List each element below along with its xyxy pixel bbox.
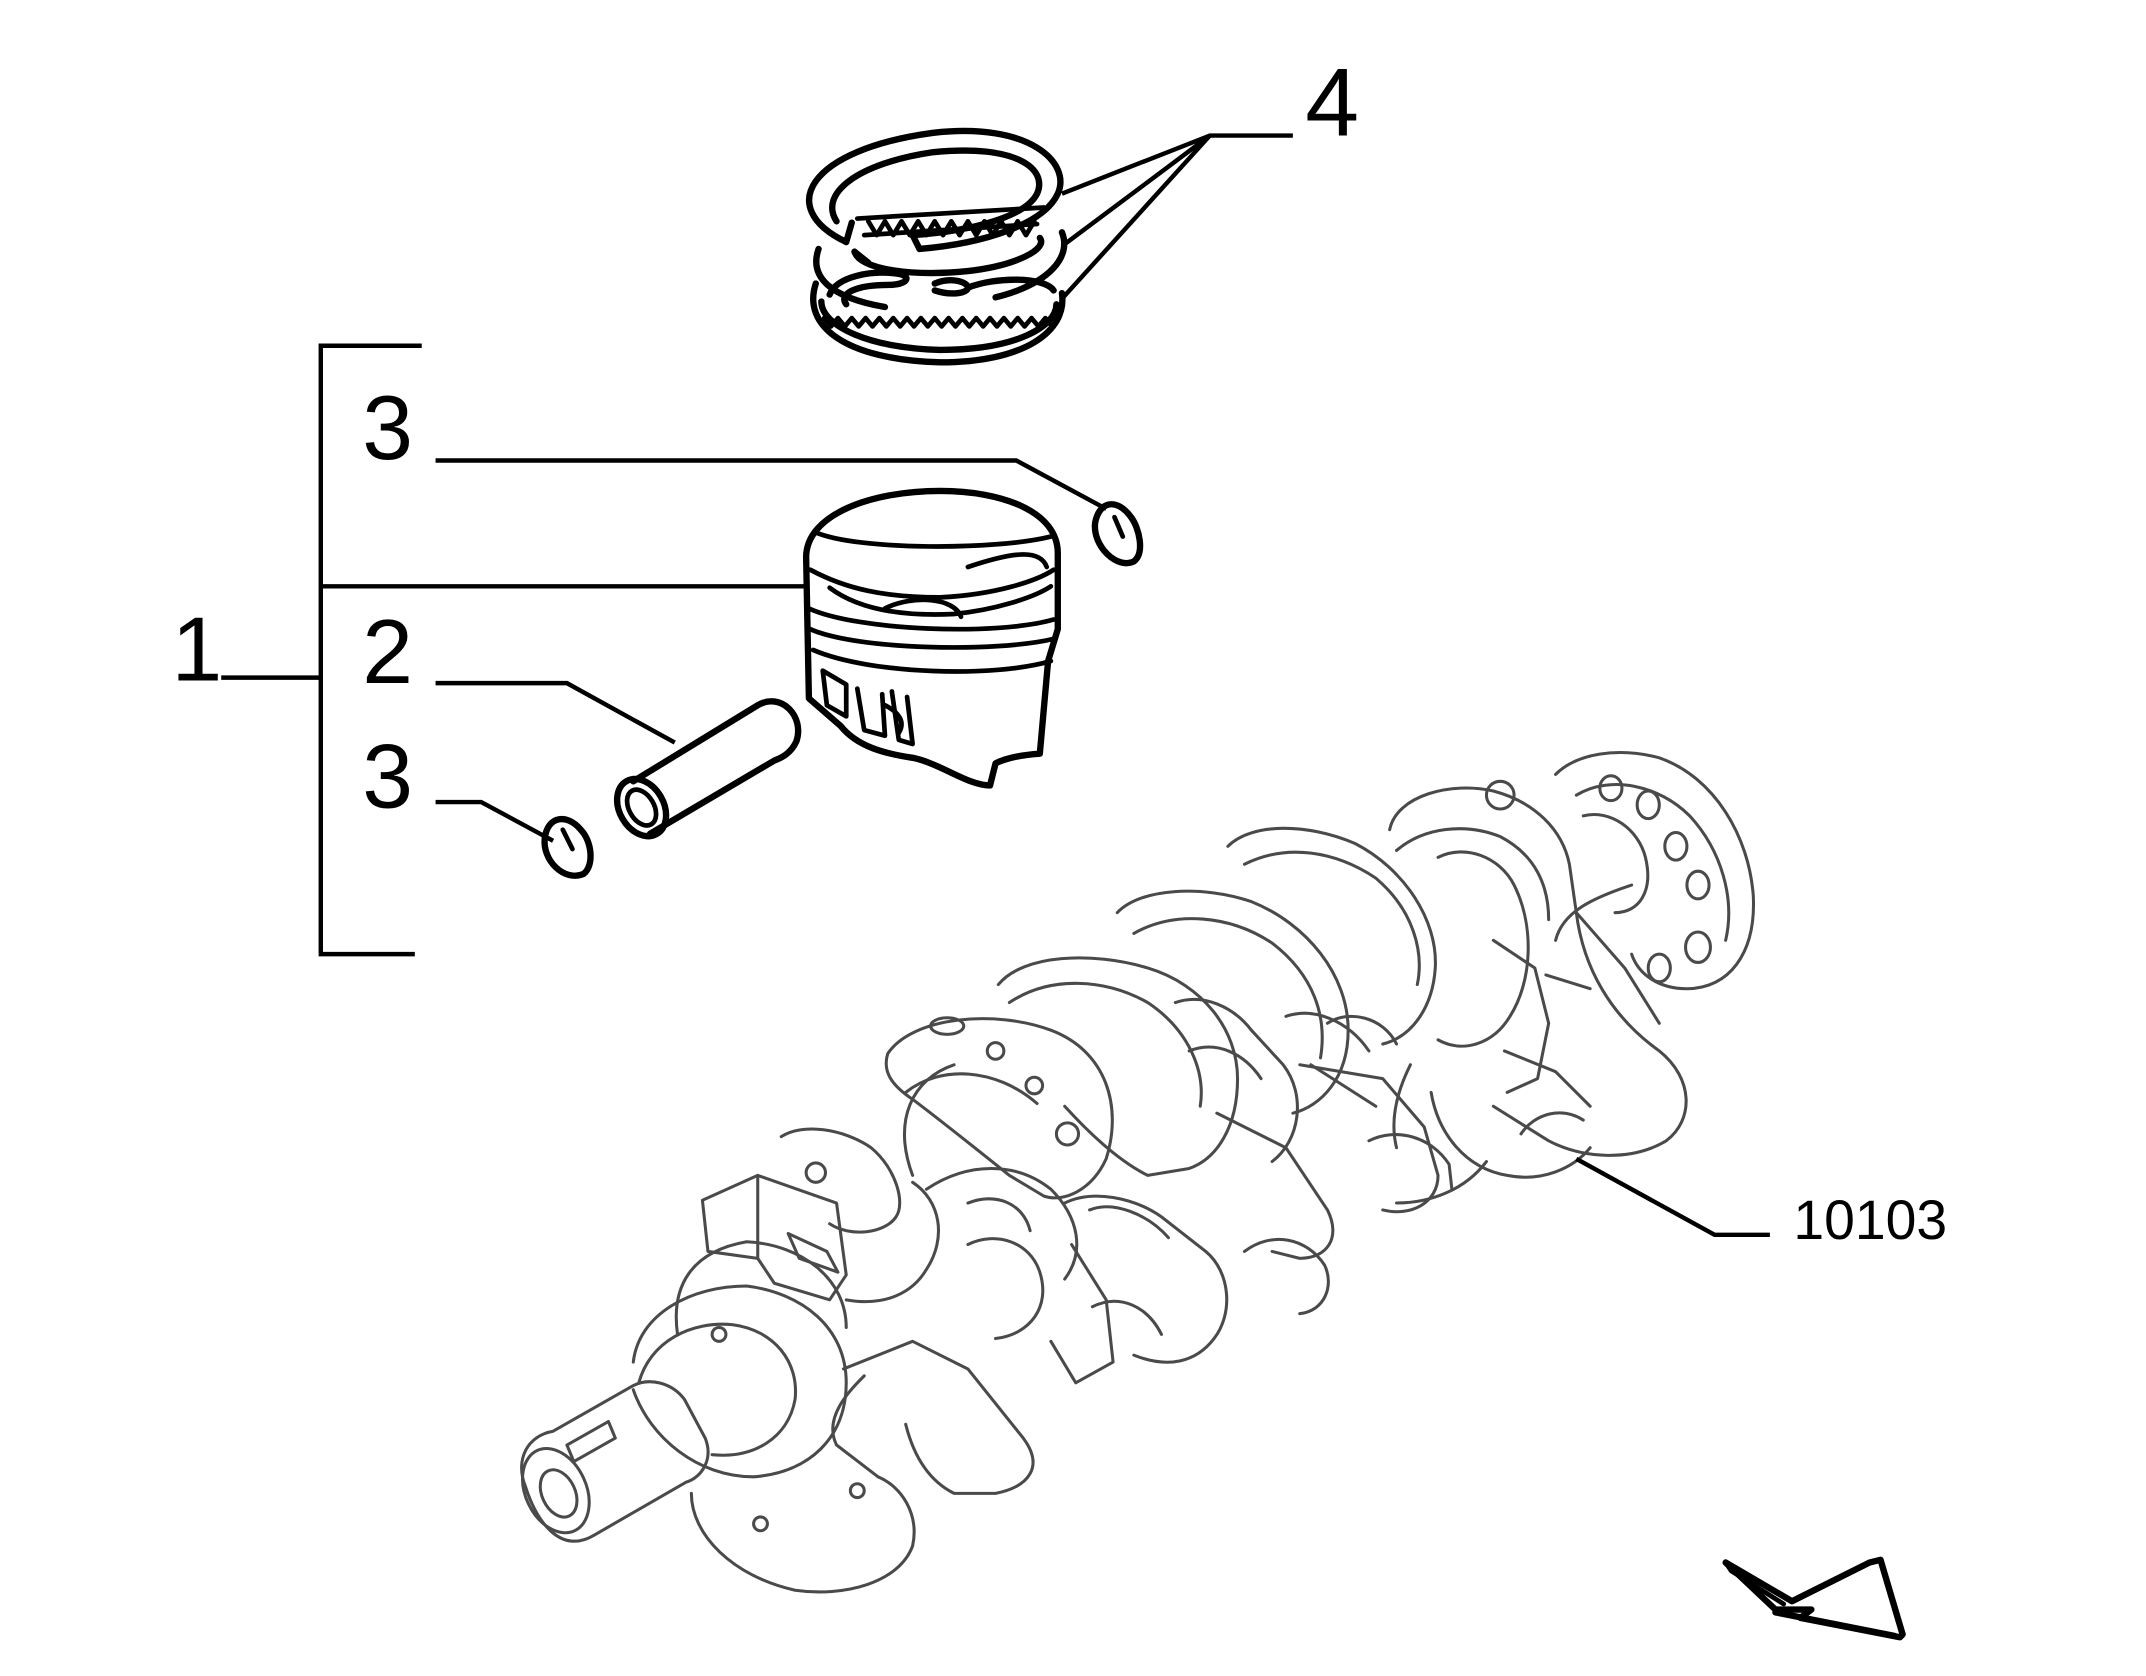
assembly-bracket xyxy=(221,343,809,957)
piston-pin[interactable] xyxy=(607,698,802,845)
piston-rings-set[interactable] xyxy=(805,127,1068,366)
orientation-arrow-icon xyxy=(1722,1556,1906,1641)
crankshaft[interactable] xyxy=(510,751,1755,1594)
callout-item-2: 2 xyxy=(362,601,413,703)
second-compression-ring xyxy=(813,205,1068,311)
piston[interactable] xyxy=(802,487,1061,789)
callout-item-3-upper: 3 xyxy=(362,377,413,479)
circlip-upper[interactable] xyxy=(1091,501,1144,567)
leader-item-3-upper xyxy=(435,458,1108,511)
circlip-lower[interactable] xyxy=(541,816,594,879)
leader-item-crankshaft xyxy=(1575,1156,1770,1238)
callout-item-4: 4 xyxy=(1305,48,1359,157)
leader-item-2 xyxy=(435,680,676,745)
callout-item-1: 1 xyxy=(171,598,222,700)
callout-item-3-lower: 3 xyxy=(362,726,413,828)
leader-item-4 xyxy=(1060,133,1293,301)
callout-item-crankshaft: 10103 xyxy=(1793,1189,1947,1251)
leader-item-3-lower xyxy=(435,799,555,843)
oil-control-ring xyxy=(810,269,1066,366)
